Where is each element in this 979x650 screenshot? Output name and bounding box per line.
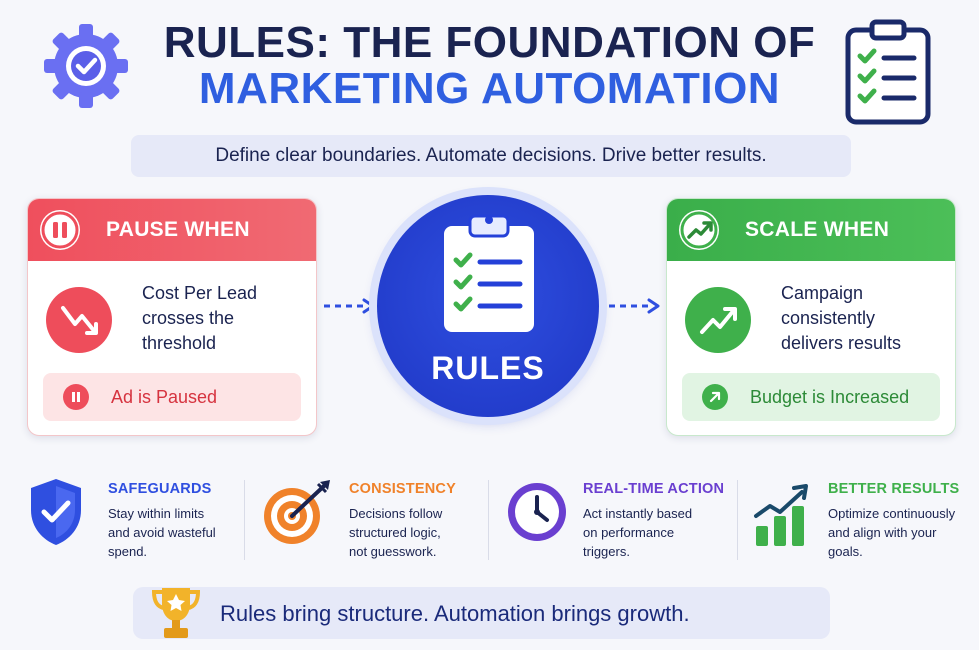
feature-desc-consistency: Decisions follow structured logic, not g… xyxy=(349,506,443,559)
feature-consistency: CONSISTENCY Decisions follow structured … xyxy=(260,476,490,566)
trophy-icon xyxy=(148,584,204,647)
scale-card-heading: SCALE WHEN xyxy=(745,218,890,241)
trend-down-icon xyxy=(46,287,112,353)
feature-title-better-results: BETTER RESULTS xyxy=(828,481,960,497)
feature-desc-safeguards: Stay within limits and avoid wasteful sp… xyxy=(108,506,216,559)
pause-result-label: Ad is Paused xyxy=(111,386,218,407)
feature-divider xyxy=(244,480,245,560)
scale-result-label: Budget is Increased xyxy=(750,386,910,407)
trend-up-badge-icon xyxy=(679,210,719,250)
dashed-arrow-left xyxy=(322,297,378,320)
feature-title-safeguards: SAFEGUARDS xyxy=(108,481,212,497)
pause-card-header: PAUSE WHEN xyxy=(28,199,316,261)
feature-title-real-time-action: REAL-TIME ACTION xyxy=(583,481,725,497)
footer-banner xyxy=(133,587,830,639)
pause-when-card: PAUSE WHEN Cost Per Lead crosses the thr… xyxy=(27,198,317,436)
clock-icon xyxy=(505,480,569,549)
feature-safeguards: SAFEGUARDS Stay within limits and avoid … xyxy=(26,476,256,566)
feature-title-consistency: CONSISTENCY xyxy=(349,481,456,497)
growth-chart-icon xyxy=(752,482,814,553)
gear-check-icon xyxy=(40,20,132,117)
feature-divider xyxy=(737,480,738,560)
scale-when-card: SCALE WHEN Campaign consistently deliver… xyxy=(666,198,956,436)
footer-tagline: Rules bring structure. Automation brings… xyxy=(220,601,690,626)
pause-condition: Cost Per Lead crosses the threshold xyxy=(142,283,258,353)
scale-condition: Campaign consistently delivers results xyxy=(781,283,902,353)
scale-card-header: SCALE WHEN xyxy=(667,199,955,261)
dashed-arrow-right xyxy=(607,297,663,320)
rules-label: RULES xyxy=(431,350,545,386)
feature-real-time-action: REAL-TIME ACTION Act instantly based on … xyxy=(505,476,735,566)
pause-result: Ad is Paused xyxy=(43,373,301,421)
shield-check-icon xyxy=(26,476,86,553)
feature-desc-better-results: Optimize continuously and align with you… xyxy=(828,506,956,559)
page-title-line1: RULES: THE FOUNDATION OF xyxy=(163,18,816,67)
feature-better-results: BETTER RESULTS Optimize continuously and… xyxy=(752,476,979,566)
rules-clipboard-icon xyxy=(438,212,540,341)
feature-divider xyxy=(488,480,489,560)
page-title-line2: MARKETING AUTOMATION xyxy=(198,64,781,113)
pause-card-heading: PAUSE WHEN xyxy=(106,218,250,241)
pause-icon xyxy=(40,210,80,250)
clipboard-checklist-icon xyxy=(842,18,934,131)
scale-result: Budget is Increased xyxy=(682,373,940,421)
target-icon xyxy=(260,480,334,551)
subtitle: Define clear boundaries. Automate decisi… xyxy=(131,135,851,177)
small-pause-icon xyxy=(63,384,89,410)
trend-up-icon xyxy=(685,287,751,353)
small-arrow-up-icon xyxy=(702,384,728,410)
feature-desc-real-time-action: Act instantly based on performance trigg… xyxy=(583,506,693,559)
